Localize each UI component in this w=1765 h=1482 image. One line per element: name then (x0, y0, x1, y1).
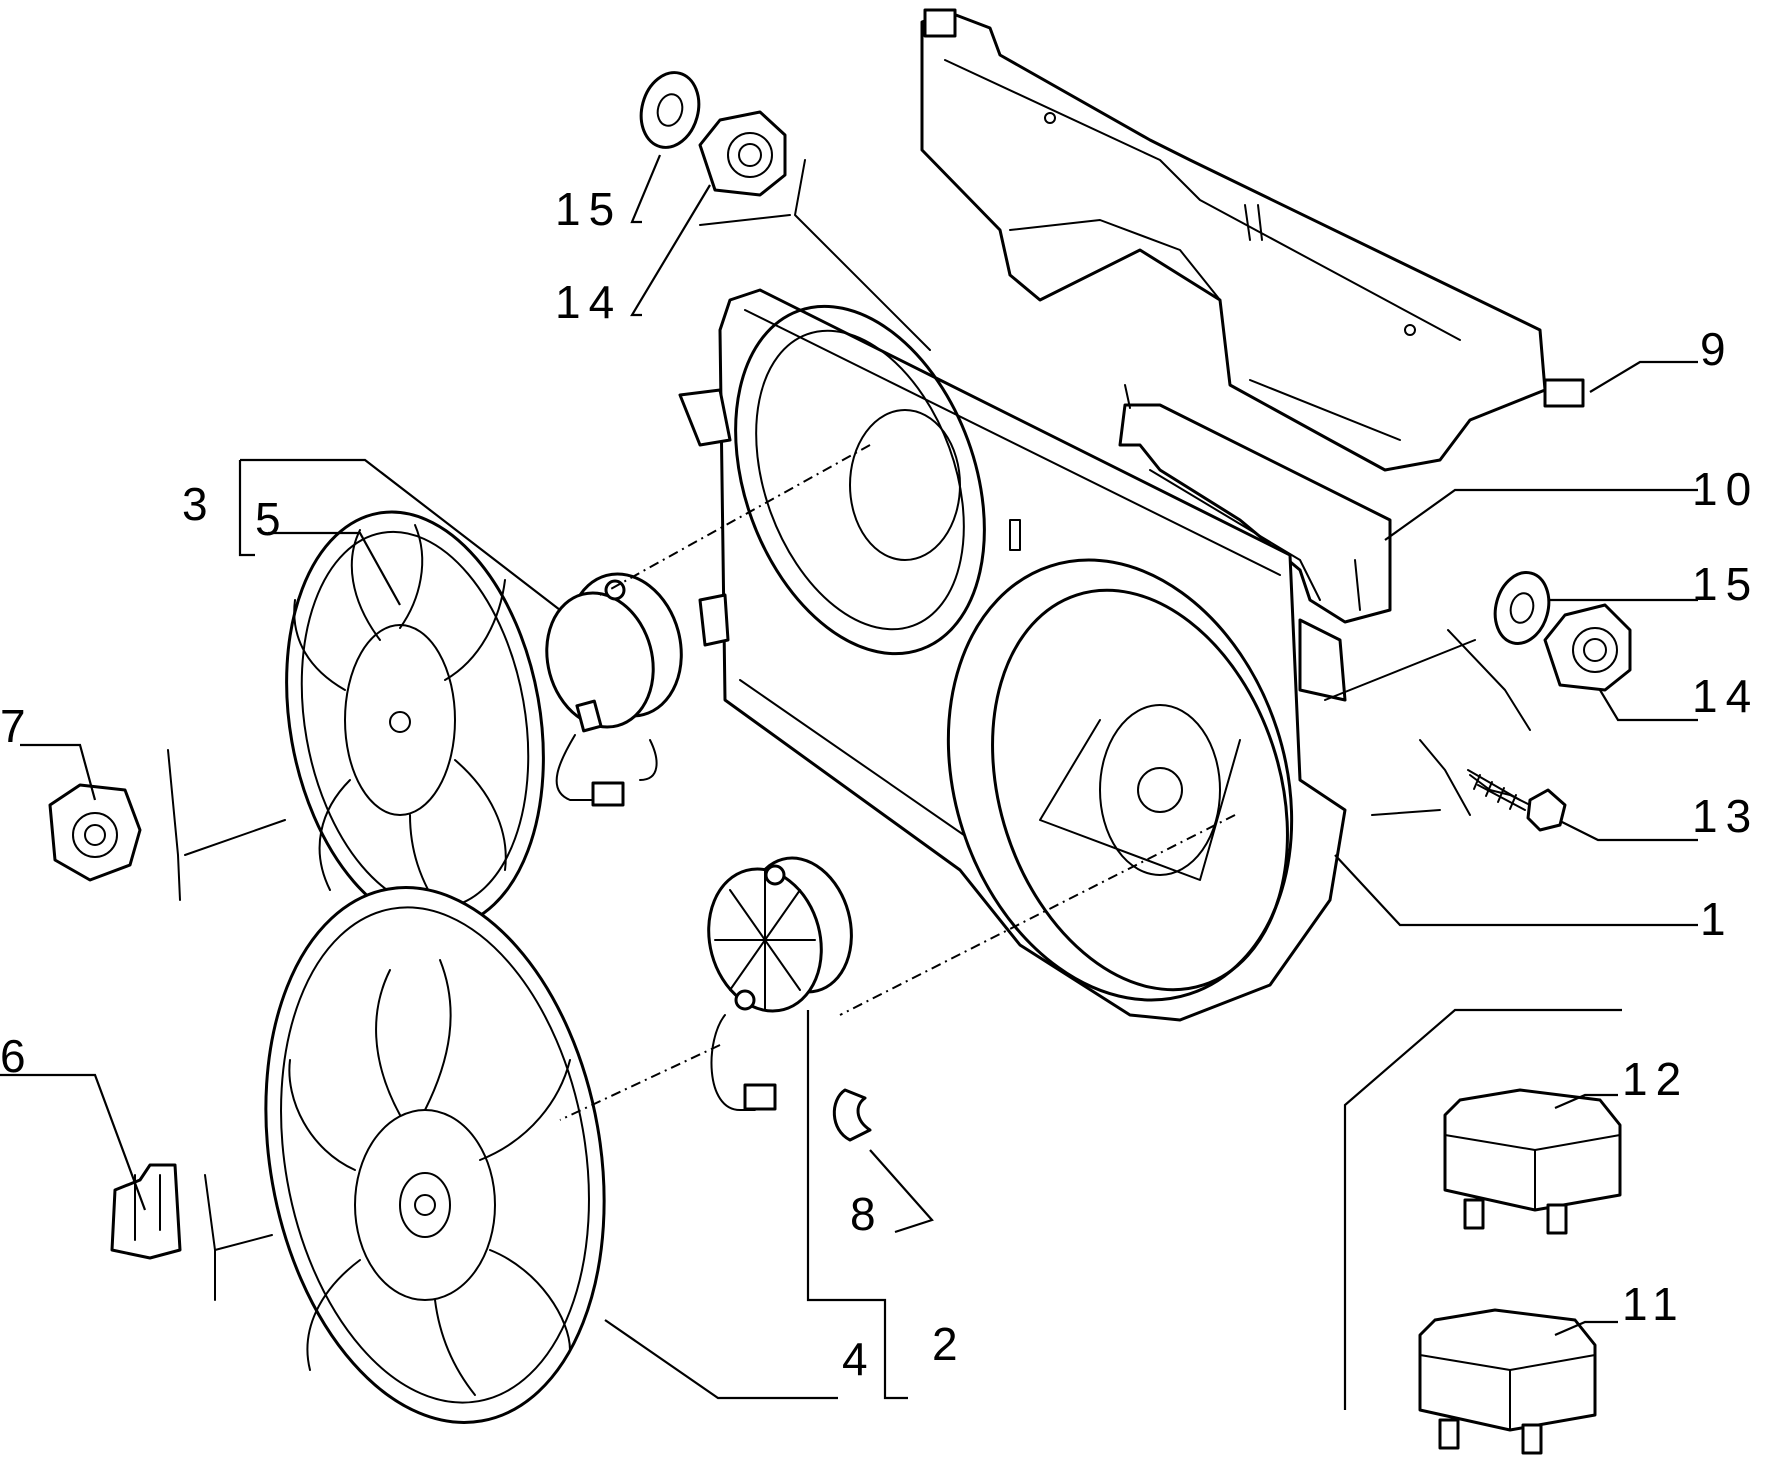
callout-7: 7 (0, 700, 34, 752)
part-screw (1467, 769, 1567, 832)
part-nut-top (698, 110, 787, 197)
callout-13: 13 (1692, 790, 1759, 842)
part-relay-upper (1443, 1088, 1622, 1235)
callout-labels: 1 2 3 4 5 6 7 8 9 10 11 12 13 14 15 14 1… (0, 183, 1759, 1385)
part-air-guide (1118, 384, 1392, 624)
leader-lines (0, 154, 1698, 1400)
part-washer-top (639, 71, 701, 149)
part-lower-motor (707, 856, 853, 1111)
callout-8: 8 (850, 1188, 884, 1240)
callout-6: 6 (0, 1030, 34, 1082)
callout-15-top: 15 (555, 183, 622, 235)
part-upper-fan (285, 510, 545, 930)
callout-14-top: 14 (555, 276, 622, 328)
callout-4: 4 (842, 1333, 876, 1385)
callout-11: 11 (1622, 1278, 1686, 1330)
part-washer-right (1493, 571, 1551, 645)
callout-3: 3 (182, 478, 216, 530)
callout-15-right: 15 (1692, 558, 1759, 610)
fastener-arrows (167, 159, 1531, 1301)
callout-10: 10 (1692, 463, 1759, 515)
part-clip (110, 1163, 182, 1260)
callout-12: 12 (1622, 1053, 1689, 1105)
part-upper-bracket (920, 8, 1585, 472)
callout-1: 1 (1700, 893, 1734, 945)
callout-14-right: 14 (1692, 670, 1759, 722)
part-upper-hub-nut (48, 783, 142, 882)
part-relay-lower (1418, 1308, 1597, 1455)
part-clamp (832, 1088, 872, 1142)
assembly-center-lines (559, 444, 1236, 1121)
relay-group-bracket (1343, 1008, 1622, 1410)
part-upper-motor (545, 572, 683, 807)
callout-2: 2 (932, 1318, 966, 1370)
callout-9: 9 (1700, 323, 1734, 375)
part-lower-fan (264, 886, 606, 1424)
part-nut-right (1543, 603, 1632, 692)
callout-5: 5 (255, 493, 289, 545)
